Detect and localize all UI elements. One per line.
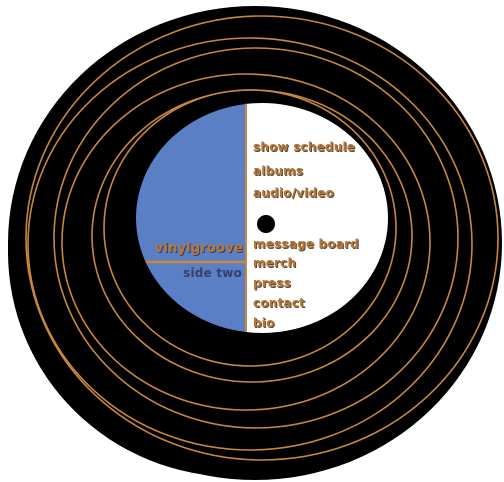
groove-ring-4	[61, 73, 431, 411]
nav-link-press[interactable]: press	[253, 276, 291, 290]
nav-link-message-board[interactable]: message board	[253, 237, 359, 251]
brand-title: vinylgroove	[154, 241, 243, 256]
groove-ring-6	[103, 89, 397, 367]
nav-link-merch[interactable]: merch	[253, 256, 297, 270]
groove-ring-1	[25, 15, 499, 461]
groove-rings	[25, 15, 499, 461]
nav-link-audio-video[interactable]: audio/video	[253, 186, 335, 200]
nav-link-contact[interactable]: contact	[253, 296, 305, 310]
nav-link-bio[interactable]: bio	[253, 316, 275, 330]
groove-ring-3	[53, 47, 459, 429]
groove-ring-2	[27, 37, 473, 451]
nav-link-show-schedule[interactable]: show schedule	[253, 140, 356, 154]
side-label: side two	[183, 266, 242, 280]
spindle-hole	[257, 215, 275, 233]
nav-link-albums[interactable]: albums	[253, 164, 304, 178]
